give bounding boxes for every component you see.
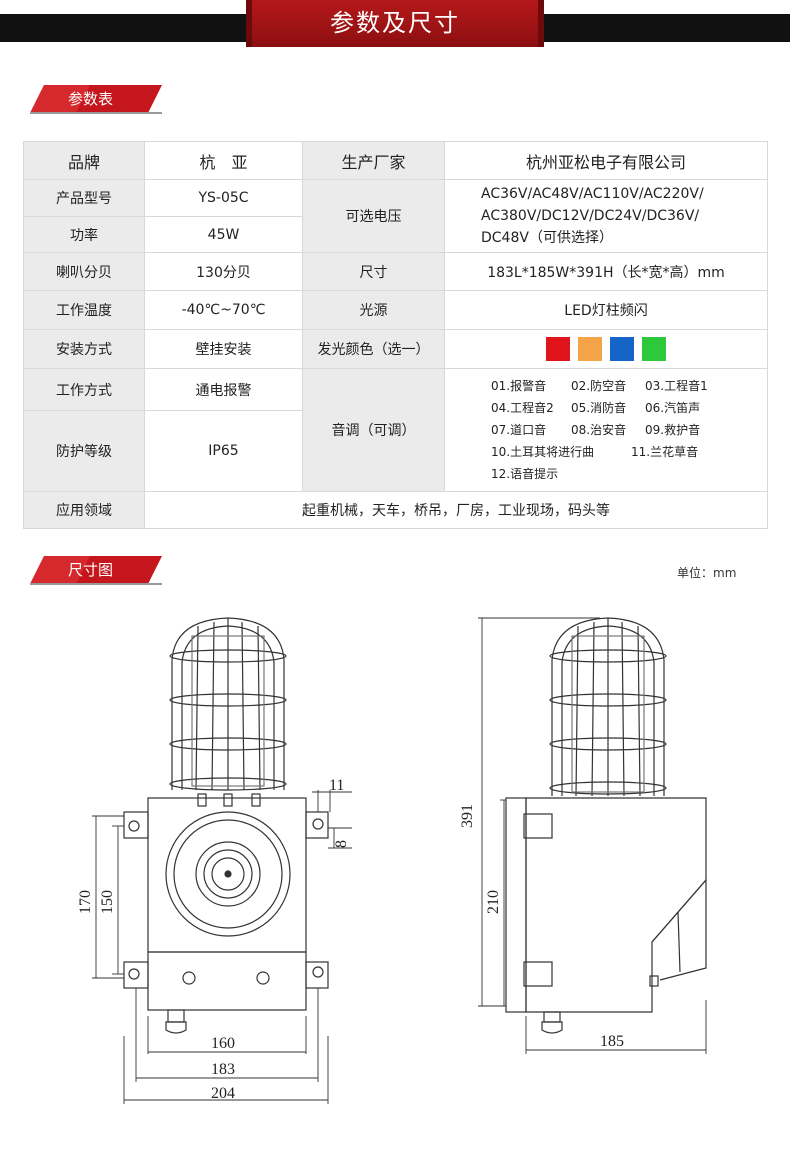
table-row: 功率 45W	[23, 216, 768, 253]
dim-391: 391	[459, 804, 476, 828]
tone-row: 04.工程音2 05.消防音 06.汽笛声	[491, 397, 767, 419]
tone-item: 06.汽笛声	[645, 401, 701, 415]
tone-item: 03.工程音1	[645, 379, 708, 393]
dim-150: 150	[99, 890, 116, 914]
table-row: 喇叭分贝 130分贝 尺寸 183L*185W*391H（长*宽*高）mm	[23, 252, 768, 291]
size-value: 183L*185W*391H（长*宽*高）mm	[444, 252, 768, 291]
voltage-line: AC36V/AC48V/AC110V/AC220V/	[481, 186, 704, 202]
tone-row: 01.报警音 02.防空音 03.工程音1	[491, 375, 767, 397]
voltage-line: DC48V（可供选择）	[481, 230, 613, 246]
side-view: 391 210 185	[459, 617, 707, 1054]
db-value: 130分贝	[144, 252, 303, 291]
model-value: YS-05C	[144, 179, 303, 217]
maker-value: 杭州亚松电子有限公司	[444, 141, 768, 180]
tag-underline	[30, 112, 162, 114]
tone-row: 12.语音提示	[491, 463, 767, 485]
brand-value: 杭 亚	[144, 141, 303, 180]
color-swatches	[444, 329, 768, 369]
tone-item: 05.消防音	[571, 401, 627, 415]
dim-11: 11	[329, 777, 344, 794]
tone-item: 02.防空音	[571, 379, 627, 393]
page-title: 参数及尺寸	[246, 0, 544, 47]
unit-label: 单位：mm	[677, 566, 737, 580]
swatch-group	[449, 337, 763, 361]
dim-160: 160	[211, 1035, 235, 1052]
voltage-label: 可选电压	[302, 179, 445, 253]
front-dimension-lines	[92, 790, 352, 1104]
section-tag-params: 参数表	[30, 85, 162, 114]
dim-185: 185	[600, 1033, 624, 1050]
swatch-orange	[578, 337, 602, 361]
tone-item: 04.工程音2	[491, 401, 554, 415]
section-tag-dimensions: 尺寸图	[30, 556, 162, 585]
table-row: 工作方式 通电报警 音调（可调） 01.报警音 02.防空音 03.工程音1 04.…	[23, 367, 768, 492]
front-view: 11 8 170 150 160 183 204	[77, 617, 352, 1104]
voltage-line: AC380V/DC12V/DC24V/DC36V/	[481, 208, 700, 224]
tone-item: 01.报警音	[491, 379, 547, 393]
dimension-drawing: 11 8 170 150 160 183 204	[77, 617, 707, 1104]
temp-value: -40℃~70℃	[144, 290, 303, 330]
tone-item: 08.治安音	[571, 423, 627, 437]
front-cage	[169, 617, 287, 791]
ip-label: 防护等级	[23, 410, 145, 492]
temp-label: 工作温度	[23, 290, 145, 330]
side-dimension-lines	[478, 617, 707, 1054]
dim-170: 170	[77, 890, 94, 914]
model-label: 产品型号	[23, 179, 145, 217]
table-row: 安装方式 壁挂安装 发光颜色（选一）	[23, 329, 768, 369]
tone-item: 12.语音提示	[491, 467, 559, 481]
maker-label: 生产厂家	[302, 141, 445, 180]
voltage-value: AC36V/AC48V/AC110V/AC220V/ AC380V/DC12V/…	[444, 179, 768, 253]
side-cage	[549, 617, 667, 797]
section-label: 参数表	[68, 90, 114, 108]
tone-row: 07.道口音 08.治安音 09.救护音	[491, 419, 767, 441]
install-label: 安装方式	[23, 329, 145, 369]
brand-label: 品牌	[23, 141, 145, 180]
ip-value: IP65	[144, 410, 303, 492]
tone-item: 11.兰花草音	[631, 445, 699, 459]
tag-underline	[30, 583, 162, 585]
table-row: 应用领域 起重机械，天车，桥吊，厂房，工业现场，码头等	[23, 491, 768, 529]
swatch-red	[546, 337, 570, 361]
table-row: 产品型号 YS-05C 可选电压 AC36V/AC48V/AC110V/AC22…	[23, 179, 768, 253]
tone-label: 音调（可调）	[302, 368, 445, 492]
swatch-green	[642, 337, 666, 361]
color-label: 发光颜色（选一）	[302, 329, 445, 369]
light-value: LED灯柱频闪	[444, 290, 768, 330]
header-band: 参数及尺寸	[0, 0, 790, 48]
mode-label: 工作方式	[23, 367, 145, 412]
tone-item: 09.救护音	[645, 423, 701, 437]
table-row: 品牌 杭 亚 生产厂家 杭州亚松电子有限公司	[23, 141, 768, 180]
size-label: 尺寸	[302, 252, 445, 291]
table-row: 工作温度 -40℃~70℃ 光源 LED灯柱频闪	[23, 290, 768, 330]
spec-table: 品牌 杭 亚 生产厂家 杭州亚松电子有限公司 产品型号 YS-05C 可选电压 …	[23, 141, 768, 529]
tone-item: 10.土耳其将进行曲	[491, 445, 595, 459]
power-value: 45W	[144, 216, 303, 253]
dim-8: 8	[333, 840, 350, 848]
dim-183: 183	[211, 1061, 235, 1078]
db-label: 喇叭分贝	[23, 252, 145, 291]
tone-item: 07.道口音	[491, 423, 547, 437]
mode-value: 通电报警	[144, 367, 303, 412]
section-label: 尺寸图	[68, 561, 114, 579]
tone-row: 10.土耳其将进行曲 11.兰花草音	[491, 441, 767, 463]
light-label: 光源	[302, 290, 445, 330]
dim-210: 210	[485, 890, 502, 914]
install-value: 壁挂安装	[144, 329, 303, 369]
swatch-blue	[610, 337, 634, 361]
dim-204: 204	[211, 1085, 235, 1102]
power-label: 功率	[23, 216, 145, 253]
app-label: 应用领域	[23, 491, 145, 529]
table-row: 防护等级 IP65	[23, 410, 768, 492]
app-value: 起重机械，天车，桥吊，厂房，工业现场，码头等	[144, 491, 768, 529]
